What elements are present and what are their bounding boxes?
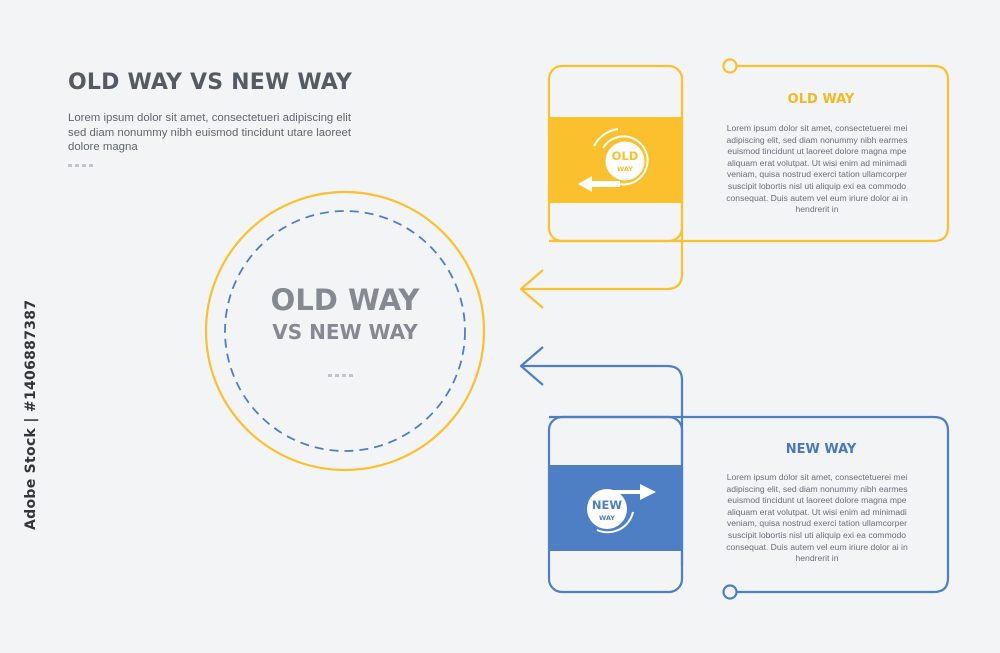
intro-text: Lorem ipsum dolor sit amet, consectetuer… — [68, 112, 352, 153]
arrow-forward-icon: NEW WAY — [587, 484, 656, 534]
center-divider-dots — [328, 374, 353, 377]
new-way-icon-main: NEW — [592, 498, 622, 512]
old-way-connector-dot — [722, 58, 738, 74]
old-way-description: Lorem ipsum dolor sit amet, consectetuer… — [726, 123, 908, 215]
center-title-line2: VS NEW WAY — [272, 320, 418, 344]
old-way-text-frame — [549, 64, 950, 243]
old-way-icon-main: OLD — [612, 149, 639, 163]
old-way-icon-sub: WAY — [617, 165, 633, 173]
intro-divider-dots — [68, 164, 93, 167]
new-way-connector-line — [521, 364, 684, 566]
new-way-title: NEW WAY — [785, 442, 857, 457]
old-way-arrowhead — [519, 269, 544, 309]
new-way-arrowhead — [519, 346, 544, 386]
new-way-text-frame — [549, 415, 950, 594]
watermark-vertical-label: Adobe Stock | #1406887387 — [23, 299, 39, 530]
new-way-connector-dot — [722, 584, 738, 600]
center-title-line1: OLD WAY — [270, 283, 420, 317]
arrow-back-icon: OLD WAY — [578, 128, 649, 192]
center-outer-circle — [204, 190, 486, 472]
center-dashed-circle — [224, 210, 466, 452]
new-way-icon-sub: WAY — [599, 514, 615, 522]
old-way-connector-line — [521, 86, 684, 291]
page-title: OLD WAY VS NEW WAY — [68, 70, 353, 95]
new-way-description: Lorem ipsum dolor sit amet, consectetuer… — [726, 472, 908, 564]
old-way-title: OLD WAY — [787, 92, 855, 107]
